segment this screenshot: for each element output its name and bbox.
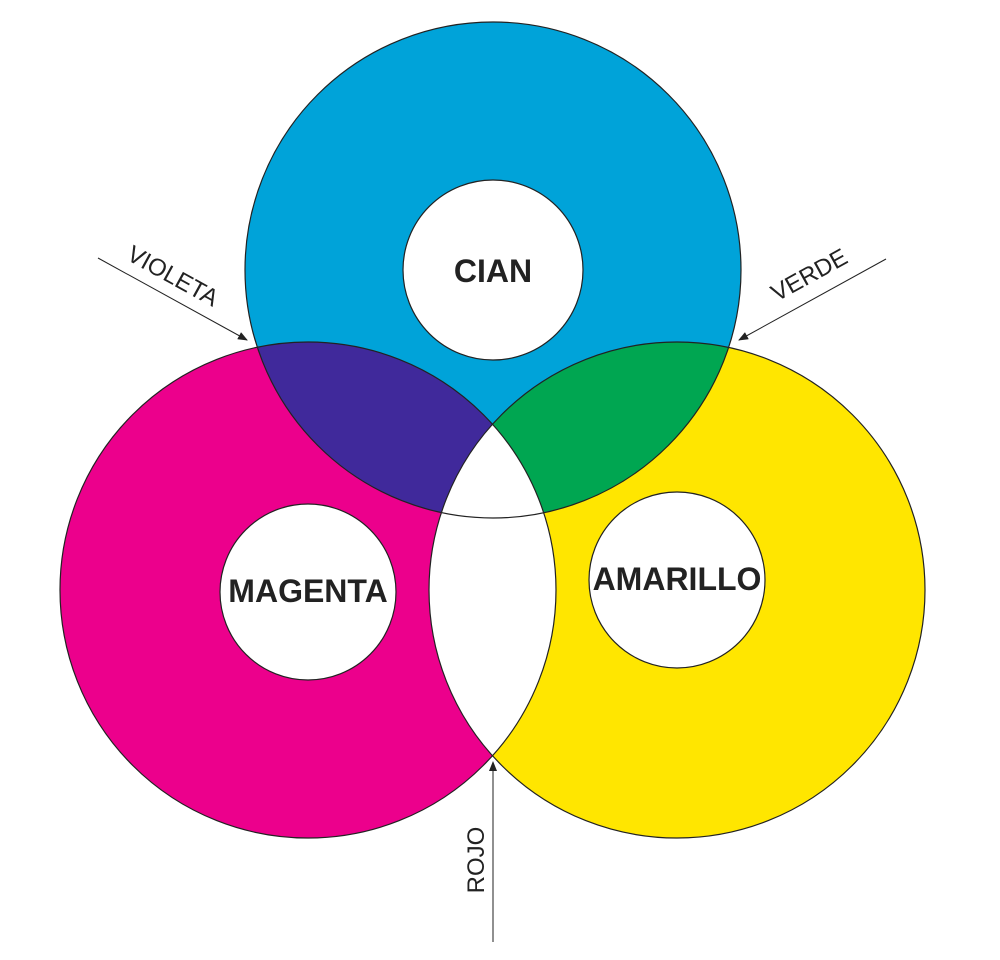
yellow-inner-disc [589,492,765,668]
green-pointer-label: VERDE [767,244,852,307]
violet-pointer-label: VIOLETA [122,241,222,313]
violet-arrow [97,257,248,341]
magenta-outline [59,341,557,839]
yellow-label: AMARILLO [593,561,762,597]
cyan-inner-disc [403,180,583,360]
yellow-inner-outline [588,491,766,669]
cyan-label: CIAN [454,253,532,289]
cyan-inner-outline [402,179,584,361]
red-pointer-label: ROJO [463,827,490,894]
magenta-inner-disc [220,504,396,680]
magenta-inner-outline [219,503,397,681]
violet-overlap [245,342,556,518]
yellow-outline [428,341,926,839]
magenta-label: MAGENTA [228,573,387,609]
green-arrow [738,258,887,341]
cyan-outline [244,21,742,519]
green-overlap [429,342,741,518]
